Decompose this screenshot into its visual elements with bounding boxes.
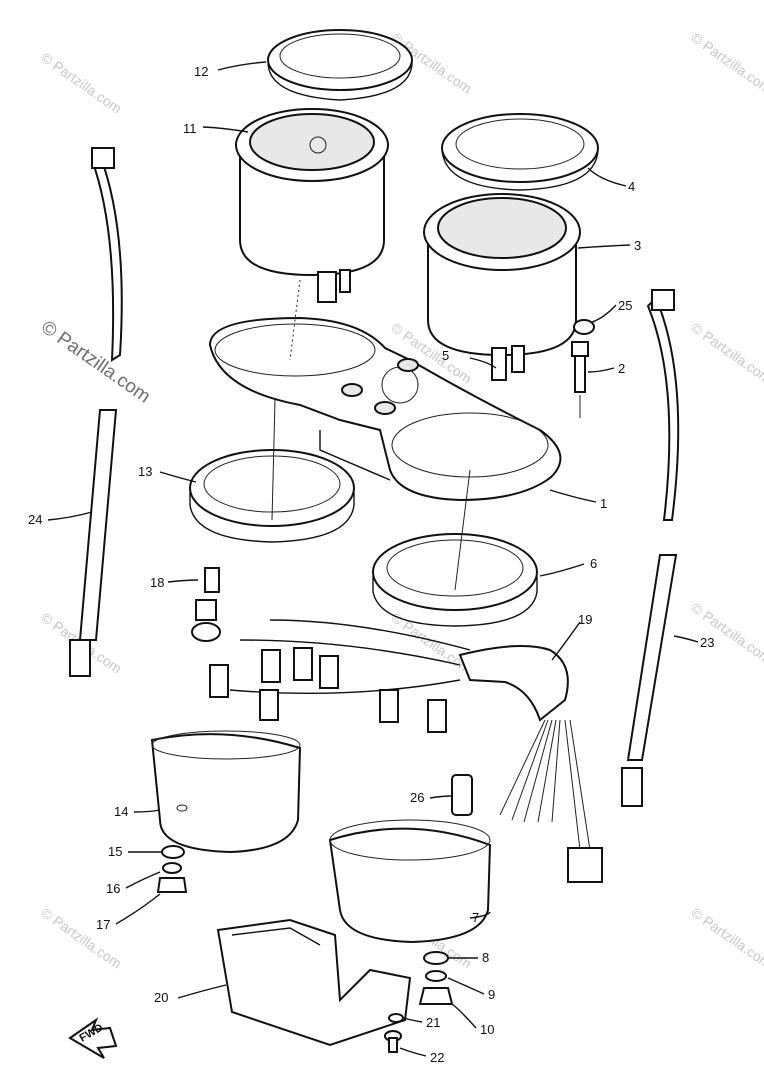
- part-6-damper-ring: [372, 533, 538, 627]
- part-10-nut: [418, 987, 454, 1005]
- callout-4: 4: [628, 179, 635, 194]
- callout-22: 22: [430, 1050, 444, 1065]
- part-1-meter-bracket: [208, 316, 562, 502]
- watermark-text: © Partzilla.com: [388, 609, 474, 676]
- callout-8: 8: [482, 950, 489, 965]
- part-15-washer: [161, 845, 185, 859]
- part-21-washer: [388, 1013, 404, 1023]
- forward-arrow-icon: FWD: [68, 1017, 118, 1059]
- callout-20: 20: [154, 990, 168, 1005]
- callout-24: 24: [28, 512, 42, 527]
- watermark-text: © Partzilla.com: [688, 319, 764, 386]
- part-3-meter: [423, 193, 581, 381]
- callout-16: 16: [106, 881, 120, 896]
- part-4-bezel-ring: [441, 113, 599, 191]
- callout-labels: 12 11 4 3 25 5 2 13 1 24 6 18 19 23 14 2…: [28, 64, 714, 1065]
- watermark-text: © Partzilla.com: [688, 599, 764, 666]
- part-25-grommet: [573, 319, 595, 335]
- callout-18: 18: [150, 575, 164, 590]
- watermark-text: © Partzilla.com: [38, 904, 124, 971]
- callout-26: 26: [410, 790, 424, 805]
- watermark-text: © Partzilla.com: [688, 904, 764, 971]
- part-17-nut: [156, 877, 188, 893]
- part-20-bracket: [216, 918, 412, 1047]
- part-26-bulb: [451, 774, 473, 816]
- callout-9: 9: [488, 987, 495, 1002]
- part-8-washer: [423, 951, 449, 965]
- callout-14: 14: [114, 804, 128, 819]
- callout-25: 25: [618, 298, 632, 313]
- callout-6: 6: [590, 556, 597, 571]
- watermark-text: © Partzilla.com: [38, 49, 124, 116]
- part-13-damper-ring: [189, 449, 355, 543]
- part-2-bolt: [571, 341, 589, 418]
- watermark-text-large: © Partzilla.com: [37, 317, 154, 408]
- part-12-bezel-ring: [267, 29, 413, 101]
- callout-3: 3: [634, 238, 641, 253]
- part-19-wire-harness: [209, 619, 603, 883]
- callout-12: 12: [194, 64, 208, 79]
- callout-11: 11: [183, 121, 197, 136]
- callout-15: 15: [108, 844, 122, 859]
- callout-23: 23: [700, 635, 714, 650]
- part-9-washer: [425, 970, 447, 982]
- part-23-meter-cable: [621, 289, 680, 807]
- callout-17: 17: [96, 917, 110, 932]
- watermark-text: © Partzilla.com: [688, 29, 764, 96]
- callout-2: 2: [618, 361, 625, 376]
- callout-13: 13: [138, 464, 152, 479]
- leader-lines: [47, 61, 699, 1057]
- callout-5: 5: [442, 348, 449, 363]
- part-16-washer: [162, 862, 182, 874]
- part-7-meter-case: [328, 819, 492, 944]
- part-11-meter: [235, 108, 389, 303]
- callout-10: 10: [480, 1022, 494, 1037]
- part-22-screw: [384, 1030, 402, 1053]
- callout-1: 1: [600, 496, 607, 511]
- callout-7: 7: [472, 910, 479, 925]
- part-14-meter-case: [150, 730, 302, 854]
- part-18-bulb: [191, 567, 221, 642]
- callout-19: 19: [578, 612, 592, 627]
- callout-21: 21: [426, 1015, 440, 1030]
- part-24-meter-cable: [69, 147, 123, 677]
